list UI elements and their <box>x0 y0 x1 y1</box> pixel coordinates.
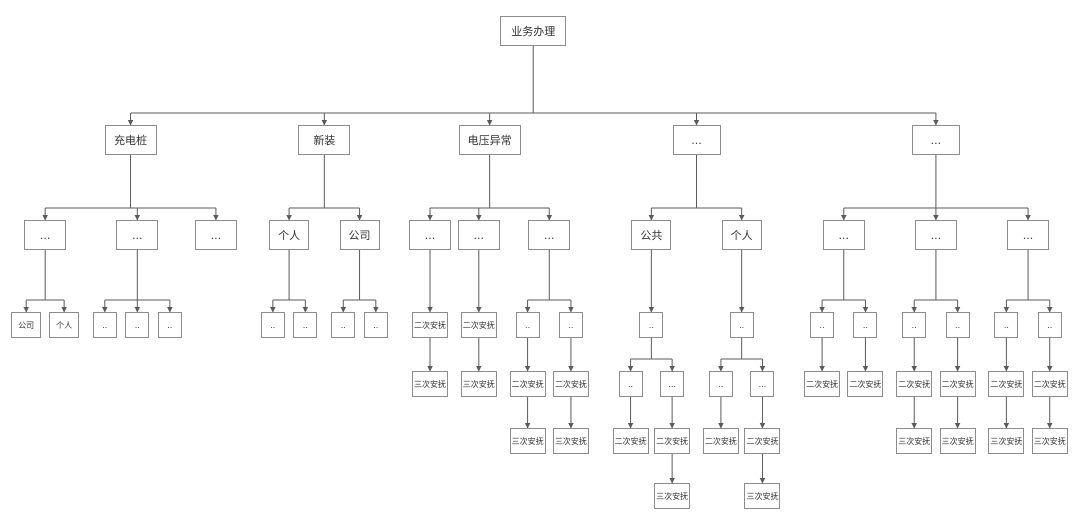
tree-node: 三次安抚 <box>744 483 781 509</box>
tree-node: ... <box>660 371 685 397</box>
tree-node: .. <box>92 312 117 338</box>
tree-node: .. <box>293 312 318 338</box>
tree-node: 二次安抚 <box>847 371 884 397</box>
tree-node: .. <box>363 312 388 338</box>
tree-node: .. <box>994 312 1019 338</box>
tree-node: 二次安抚 <box>939 371 976 397</box>
tree-node: ... <box>822 220 865 250</box>
tree-node: .. <box>810 312 835 338</box>
tree-node: .. <box>1037 312 1062 338</box>
tree-node: .. <box>125 312 150 338</box>
tree-node: .. <box>708 371 733 397</box>
tree-node: .. <box>260 312 285 338</box>
tree-node: .. <box>515 312 540 338</box>
tree-node: 二次安抚 <box>1031 371 1068 397</box>
tree-node: 二次安抚 <box>988 371 1025 397</box>
tree-node: 个人 <box>269 220 310 250</box>
tree-node: 二次安抚 <box>702 428 739 454</box>
tree-node: ... <box>528 220 571 250</box>
tree-node: 三次安抚 <box>509 428 546 454</box>
tree-node: ... <box>1007 220 1050 250</box>
tree-node: 公司 <box>339 220 380 250</box>
tree-node: 二次安抚 <box>744 428 781 454</box>
tree-node: .. <box>618 371 643 397</box>
tree-node: 三次安抚 <box>654 483 691 509</box>
tree-node: 三次安抚 <box>1031 428 1068 454</box>
tree-node: 充电桩 <box>104 125 157 155</box>
tree-node: 二次安抚 <box>552 371 589 397</box>
tree-node: 新装 <box>298 125 351 155</box>
tree-node: 电压异常 <box>458 125 521 155</box>
tree-node: .. <box>853 312 878 338</box>
tree-node: 二次安抚 <box>412 312 448 338</box>
tree-node: .. <box>639 312 664 338</box>
tree-node: ... <box>672 125 721 155</box>
tree-node: 三次安抚 <box>896 428 933 454</box>
tree-node: 公共 <box>631 220 672 250</box>
tree-node: 二次安抚 <box>654 428 691 454</box>
tree-node: .. <box>902 312 927 338</box>
tree-node: 二次安抚 <box>804 371 841 397</box>
tree-node: 三次安抚 <box>939 428 976 454</box>
tree-node: ... <box>750 371 775 397</box>
tree-node: 个人 <box>721 220 762 250</box>
tree-node: ... <box>457 220 500 250</box>
tree-node: ... <box>914 220 957 250</box>
tree-node: 二次安抚 <box>612 428 649 454</box>
tree-node: 二次安抚 <box>896 371 933 397</box>
tree-node: 二次安抚 <box>509 371 546 397</box>
tree-node: .. <box>729 312 754 338</box>
tree-node: 三次安抚 <box>552 428 589 454</box>
tree-node: .. <box>945 312 970 338</box>
tree-node: ... <box>911 125 960 155</box>
tree-node: 个人 <box>49 312 80 338</box>
tree-node: 业务办理 <box>500 16 567 46</box>
tree-node: .. <box>331 312 356 338</box>
tree-node: 三次安抚 <box>988 428 1025 454</box>
tree-node: .. <box>157 312 182 338</box>
tree-node: ... <box>24 220 67 250</box>
tree-node: ... <box>194 220 237 250</box>
tree-node: 公司 <box>11 312 42 338</box>
tree-node: 二次安抚 <box>460 312 497 338</box>
tree-node: .. <box>558 312 583 338</box>
tree-node: 三次安抚 <box>412 371 448 397</box>
tree-node: 三次安抚 <box>460 371 497 397</box>
tree-node: ... <box>116 220 159 250</box>
tree-node: ... <box>409 220 451 250</box>
